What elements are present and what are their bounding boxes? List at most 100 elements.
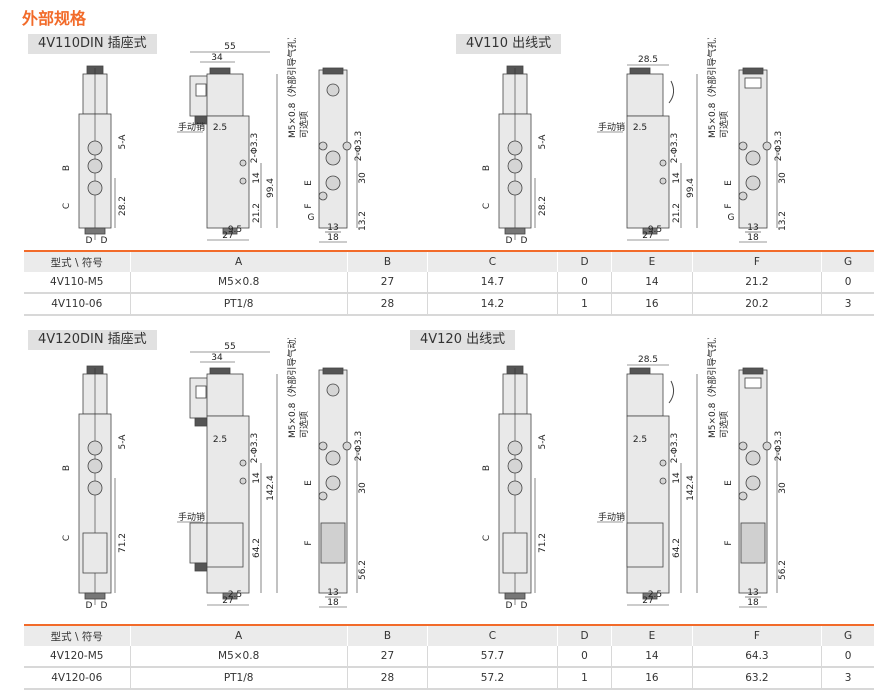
dim-d: D <box>521 236 528 246</box>
port-icon <box>325 475 341 491</box>
dim-f-height: 56.2 <box>358 560 368 580</box>
dim-base: 21.2 <box>252 203 262 223</box>
dim-depth: 27 <box>222 231 233 241</box>
port-icon <box>325 175 341 191</box>
dim-f: F <box>304 540 314 545</box>
dim-depth: 27 <box>642 231 653 241</box>
dim-c: C <box>482 203 492 209</box>
port-icon <box>87 458 103 474</box>
table-cell: 27 <box>347 272 429 294</box>
port-icon <box>738 491 748 501</box>
foot <box>642 227 658 235</box>
connector-face <box>744 377 762 389</box>
coil-cap <box>742 67 764 75</box>
pilot-port-label: M5×0.8（外部引导气孔） <box>286 38 298 138</box>
foot <box>222 227 238 235</box>
dim-13: 13 <box>327 588 338 598</box>
section-label-4v110: 4V110 出线式 <box>456 34 562 54</box>
port-icon <box>318 491 328 501</box>
dim-b: B <box>482 165 492 171</box>
section-label-4v110din: 4V110DIN 插座式 <box>28 34 157 54</box>
coil-body <box>206 373 244 417</box>
port-icon <box>318 191 328 201</box>
port-icon <box>507 440 523 456</box>
foot <box>84 227 106 235</box>
table-cell: 14 <box>611 272 693 294</box>
table-cell: 0 <box>821 646 874 668</box>
dim-holes-2: 2-Φ3.3 <box>774 131 784 161</box>
manual-pin-label: 手动销 <box>178 121 205 133</box>
dim-c: C <box>62 535 72 541</box>
dim-b: B <box>62 465 72 471</box>
table-cell: 4V120-M5 <box>24 646 131 668</box>
manual-pin-label: 手动销 <box>598 121 625 133</box>
dim-base: 64.2 <box>672 538 682 558</box>
connector-face <box>744 77 762 89</box>
dim-port-height: 71.2 <box>538 533 548 553</box>
port-icon <box>745 150 761 166</box>
port-icon <box>507 480 523 496</box>
column-header: D <box>557 251 613 272</box>
dim-holes-2: 2-Φ3.3 <box>354 131 364 161</box>
dim-d: D <box>506 601 513 611</box>
dim-height: 142.4 <box>686 475 696 501</box>
table-cell: 14 <box>611 646 693 668</box>
dim-d: D <box>86 236 93 246</box>
dim-18: 18 <box>327 598 339 608</box>
dim-f: F <box>304 203 314 208</box>
coil-body-2 <box>502 532 528 574</box>
port-icon <box>87 480 103 496</box>
column-header: E <box>611 251 693 272</box>
mount-hole-icon <box>659 477 667 485</box>
dim-18: 18 <box>327 233 339 243</box>
dim-e: E <box>724 180 734 186</box>
port-label-5a: 5-A <box>118 434 128 450</box>
dim-port-height: 71.2 <box>118 533 128 553</box>
dim-pitch: 14 <box>672 472 682 484</box>
port-icon <box>87 180 103 196</box>
dim-offset: 2.5 <box>633 435 647 445</box>
coil-cap <box>629 67 651 75</box>
dim-width-coil: 34 <box>211 353 223 363</box>
dim-height: 99.4 <box>686 178 696 198</box>
dim-foot: 2.5 <box>228 590 242 600</box>
coil-body-2 <box>206 522 244 568</box>
dim-offset: 2.5 <box>213 123 227 133</box>
dim-c: C <box>62 203 72 209</box>
dim-e: E <box>724 480 734 486</box>
dim-18: 18 <box>747 598 759 608</box>
dim-holes: 2-Φ3.3 <box>670 133 680 163</box>
section-label-4v120din: 4V120DIN 插座式 <box>28 330 157 350</box>
dim-13: 13 <box>747 588 758 598</box>
dim-pitch: 14 <box>672 172 682 184</box>
mount-hole-icon <box>342 141 352 151</box>
table-cell: 16 <box>611 667 693 690</box>
manual-pin-label: 手动销 <box>598 511 625 523</box>
coil-cap <box>322 367 344 375</box>
table-cell: 0 <box>557 646 613 668</box>
table-cell: 28 <box>347 667 429 690</box>
dim-holes: 2-Φ3.3 <box>250 133 260 163</box>
dim-pitch: 14 <box>252 172 262 184</box>
table-cell: 28 <box>347 293 429 316</box>
table-cell: 20.2 <box>692 293 823 316</box>
dim-offset: 2.5 <box>633 123 647 133</box>
table-cell: 4V110-M5 <box>24 272 131 294</box>
column-header: D <box>557 625 613 646</box>
dim-f-height: 13.2 <box>778 211 788 231</box>
dim-depth: 27 <box>642 596 653 606</box>
connector-screw-icon <box>326 383 340 397</box>
column-header: C <box>427 625 558 646</box>
dim-e-height: 30 <box>778 482 788 494</box>
dim-height: 99.4 <box>266 178 276 198</box>
foot <box>222 592 238 600</box>
dim-holes: 2-Φ3.3 <box>670 433 680 463</box>
dim-holes-2: 2-Φ3.3 <box>774 431 784 461</box>
column-header: B <box>347 625 429 646</box>
table-cell: 1 <box>557 293 613 316</box>
